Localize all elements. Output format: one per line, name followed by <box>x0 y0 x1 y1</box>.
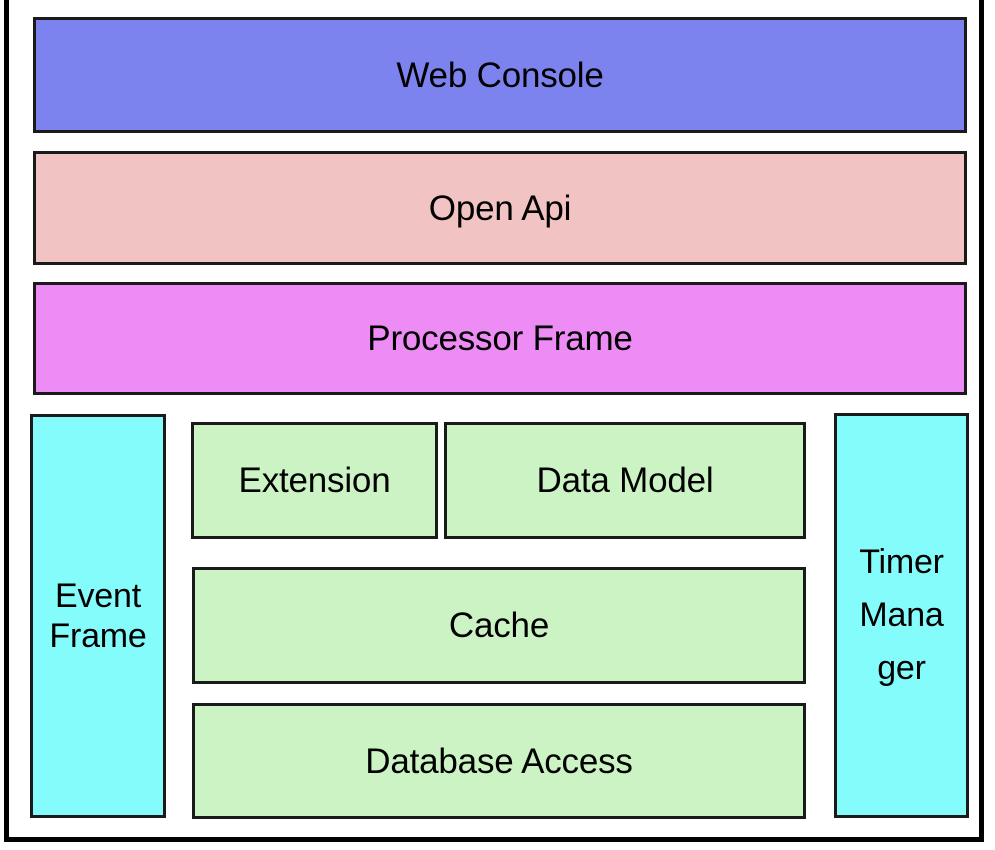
block-data-model-label: Data Model <box>536 461 714 500</box>
block-web-console[interactable]: Web Console <box>33 17 967 133</box>
block-web-console-label: Web Console <box>396 55 604 95</box>
block-timer-manager[interactable]: Timer Mana ger <box>834 413 969 818</box>
outer-frame <box>4 0 984 842</box>
block-extension[interactable]: Extension <box>191 422 438 539</box>
block-event-frame-label: Event Frame <box>49 576 147 655</box>
block-database-access[interactable]: Database Access <box>192 703 806 819</box>
block-processor-frame[interactable]: Processor Frame <box>33 282 967 395</box>
block-cache-label: Cache <box>448 606 550 645</box>
block-timer-manager-label: Timer Mana ger <box>859 542 944 688</box>
block-open-api-label: Open Api <box>428 188 572 228</box>
block-event-frame[interactable]: Event Frame <box>30 414 166 818</box>
block-data-model[interactable]: Data Model <box>444 422 806 539</box>
block-processor-frame-label: Processor Frame <box>367 319 633 358</box>
block-open-api[interactable]: Open Api <box>33 151 967 265</box>
block-extension-label: Extension <box>238 461 391 500</box>
block-cache[interactable]: Cache <box>192 567 806 684</box>
block-database-access-label: Database Access <box>365 741 633 781</box>
